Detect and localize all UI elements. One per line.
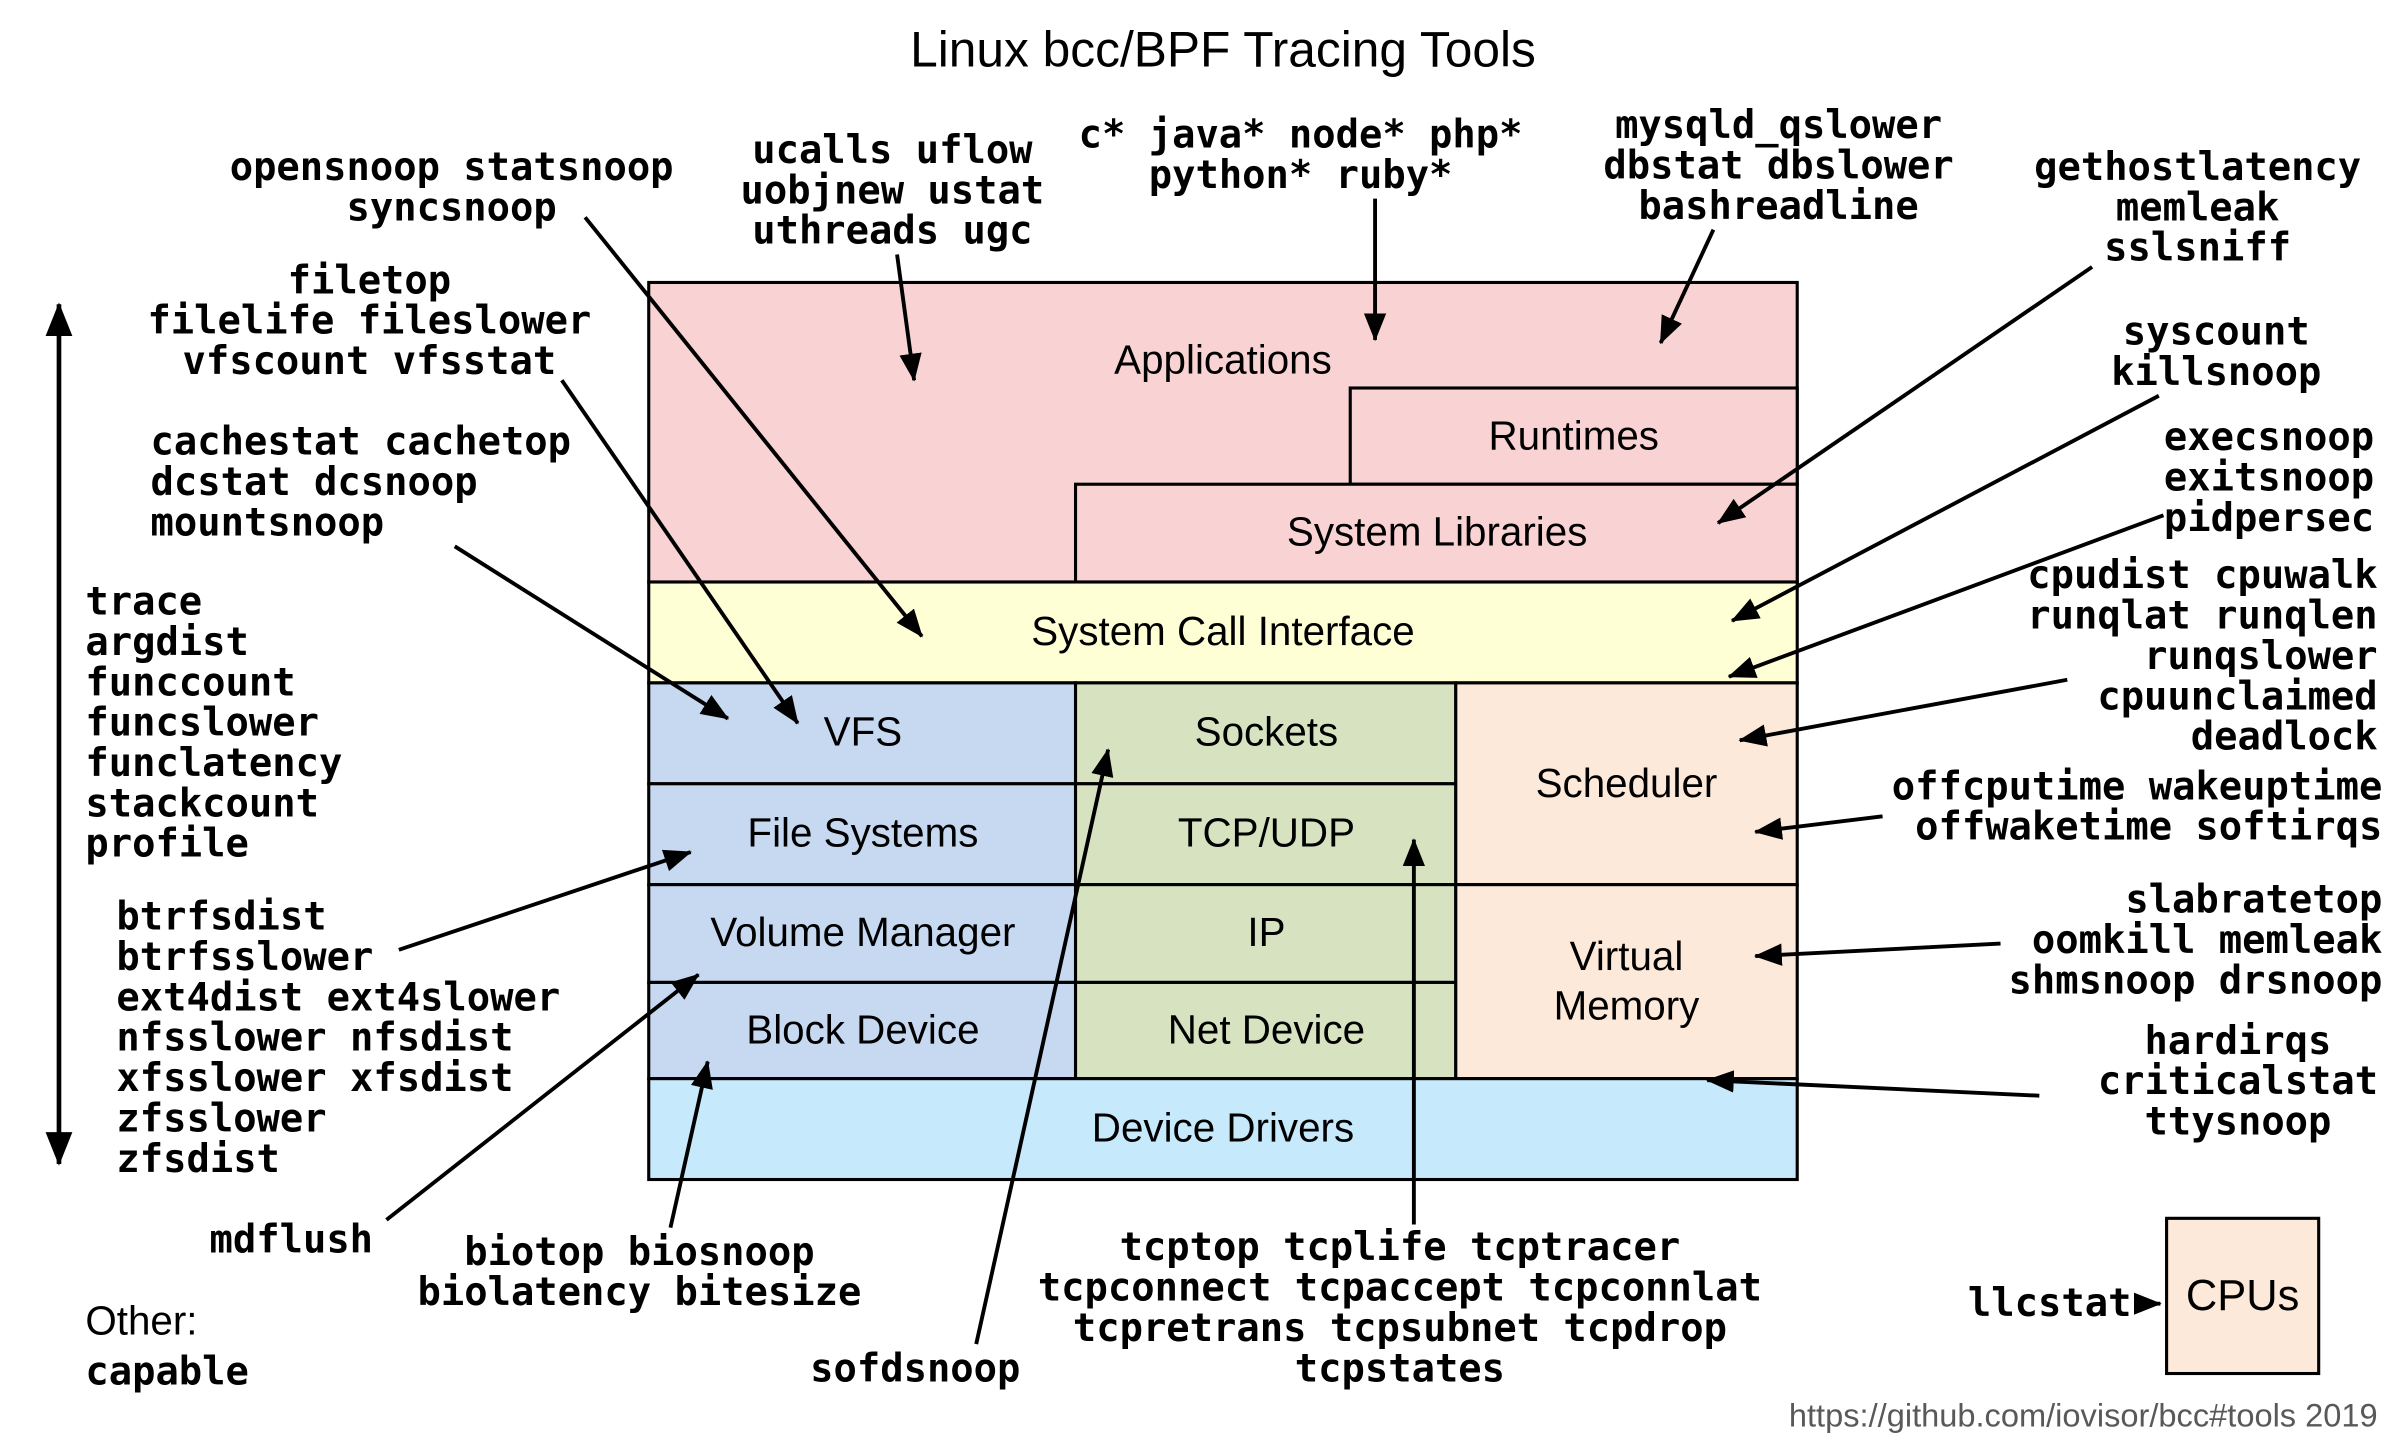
box-system-libraries [1073,482,1799,584]
arrow-sofdsnoop-to-sockets [974,748,1114,1345]
label-block-device: Block Device [746,1006,980,1054]
arrow-opensnoop-to-syscall [583,216,924,638]
label-applications: Applications [1114,336,1332,383]
label-system-libraries: System Libraries [1286,508,1588,555]
arrow-cpu-to-scheduler [1738,677,2068,747]
arrow-cachestat-to-vfs [453,544,730,721]
tools-mdflush: mdflush [209,1216,374,1262]
arrow-biotop-to-block-device [668,1060,713,1229]
label-file-systems: File Systems [747,809,979,856]
box-system-call-interface [647,580,1799,685]
box-virtual-memory [1454,883,1799,1081]
arrow-slab-to-virtual-memory [1753,941,2001,966]
box-device-drivers [647,1077,1799,1182]
other-section-label: Other: [85,1297,198,1345]
label-scheduler: Scheduler [1535,759,1718,807]
box-scheduler [1454,681,1799,887]
arrow-offcpu-to-scheduler [1753,814,1883,840]
label-volume-manager: Volume Manager [710,908,1016,956]
label-vfs: VFS [823,708,903,756]
label-net-device: Net Device [1167,1006,1366,1054]
page-title: Linux bcc/BPF Tracing Tools [910,21,1536,78]
arrow-ucalls-to-applications [895,254,922,382]
label-tcp-udp: TCP/UDP [1177,809,1355,856]
label-virtual-memory: Virtual Memory [1553,932,1700,1029]
box-net-device [1073,980,1458,1081]
label-sockets: Sockets [1194,708,1339,756]
tools-llcstat: llcstat [1967,1280,2132,1326]
label-system-call-interface: System Call Interface [1031,607,1415,655]
label-device-drivers: Device Drivers [1091,1104,1355,1151]
box-tcp-udp [1073,782,1458,887]
box-cpus [2165,1216,2321,1376]
label-ip: IP [1247,908,1286,956]
arrow-syscount-to-syscall [1730,394,2160,623]
label-cpus: CPUs [2185,1271,2300,1320]
arrow-exec-to-kernel [1727,513,2165,679]
box-block-device [647,980,1078,1081]
tools-sofdsnoop: sofdsnoop [810,1345,1021,1391]
arrow-db-to-applications [1658,228,1716,345]
tools-language-runtimes-group: c* java* node* php*python* ruby* [1078,111,1523,198]
tools-capable: capable [85,1348,249,1394]
label-runtimes: Runtimes [1488,412,1659,459]
arrow-gethost-to-system-libraries [1716,265,2094,525]
arrow-mdflush-to-volume-manager [385,973,700,1222]
source-url-text: https://github.com/iovisor/bcc#tools 201… [1788,1398,2378,1435]
arrow-hardirqs-to-device-drivers [1705,1070,2040,1098]
box-runtimes [1348,386,1799,486]
arrow-filetop-to-vfs [560,379,800,725]
arrow-btrfs-to-file-systems [398,849,692,952]
box-file-systems [647,782,1078,887]
